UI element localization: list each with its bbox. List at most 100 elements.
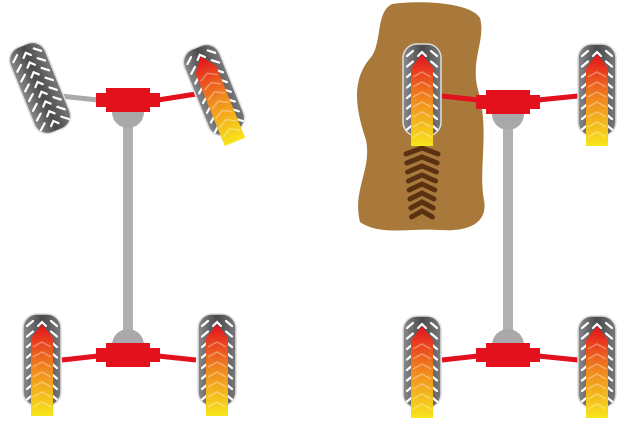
mud-track [403, 145, 441, 157]
diff-dome [492, 329, 524, 345]
differential [106, 343, 150, 367]
diff-flange-left [476, 95, 486, 109]
tread-mark [27, 86, 59, 103]
diff-flange-right [530, 95, 540, 109]
arrow-chevron [207, 401, 227, 408]
rear-right-wheel [577, 315, 617, 418]
power-arrow [586, 54, 608, 146]
tread-mark [16, 57, 47, 73]
power-arrow [31, 324, 53, 416]
diff-flange-right [150, 93, 160, 107]
differential [486, 90, 530, 114]
diff-dome [112, 329, 144, 345]
power-arrow [195, 56, 246, 147]
diff-dome [112, 112, 144, 128]
rear-left-wheel [402, 315, 442, 418]
arrow-chevron [211, 100, 229, 110]
arrow-chevron [32, 371, 52, 378]
arrow-chevron [218, 118, 237, 129]
driveshaft [503, 110, 513, 340]
arrow-chevron [207, 341, 227, 348]
arrow-chevron [412, 81, 432, 88]
front-right-axle [537, 93, 579, 103]
arrow-chevron [412, 343, 432, 350]
arrow-chevron [587, 91, 607, 98]
front-left-wheel [8, 41, 72, 135]
arrow-chevron [222, 128, 241, 138]
tread-mark [20, 66, 51, 83]
arrow-chevron [207, 391, 227, 398]
mud-track [407, 190, 437, 202]
diff-dome [492, 114, 524, 130]
tread-mark [31, 96, 62, 112]
mud-track [405, 163, 439, 175]
front-left-wheel-mud [402, 43, 442, 146]
arrow-chevron [587, 363, 607, 370]
arrow-chevron [32, 361, 52, 368]
diff-flange-left [96, 348, 106, 362]
arrow-chevron [587, 393, 607, 400]
power-arrow [206, 324, 228, 416]
driveshaft [123, 110, 133, 340]
tread-mark [580, 321, 614, 330]
arrow-chevron [587, 81, 607, 88]
tread-mark [35, 105, 66, 122]
arrow-chevron [207, 381, 227, 388]
arrow-chevron [412, 131, 432, 138]
mud-track [404, 154, 440, 166]
tread-mark [25, 319, 59, 328]
arrow-chevron [200, 72, 218, 82]
diff-flange-left [96, 93, 106, 107]
front-left-axle [441, 93, 479, 103]
arrow-chevron [203, 81, 222, 92]
rear-right-wheel [197, 313, 237, 416]
front-differential-left [96, 88, 160, 128]
arrow-chevron [587, 403, 607, 410]
arrow-chevron [32, 401, 52, 408]
arrow-chevron [32, 381, 52, 388]
arrow-chevron [587, 111, 607, 118]
arrow-chevron [207, 361, 227, 368]
mud-track [408, 199, 436, 211]
tread-mark [200, 319, 234, 328]
tread-mark [186, 49, 217, 66]
rear-right-axle [537, 353, 579, 363]
diff-flange-right [530, 348, 540, 362]
arrow-chevron [412, 353, 432, 360]
rear-left-axle [441, 353, 479, 363]
arrow-chevron [412, 383, 432, 390]
tread-mark [580, 49, 614, 58]
rear-differential-left [96, 329, 160, 367]
tread-mark [405, 49, 439, 58]
rear-differential-right [476, 329, 540, 367]
front-right-wheel [577, 43, 617, 146]
diff-flange-left [476, 348, 486, 362]
arrow-chevron [32, 341, 52, 348]
arrow-chevron [207, 91, 226, 101]
arrow-chevron [412, 101, 432, 108]
rear-left-axle [61, 353, 99, 363]
front-right-wheel [182, 43, 246, 147]
tread-mark [405, 321, 439, 330]
rear-left-wheel [22, 313, 62, 416]
tread-mark [12, 47, 43, 64]
arrow-chevron [587, 101, 607, 108]
arrow-chevron [412, 121, 432, 128]
tread-mark [39, 115, 70, 132]
arrow-chevron [412, 71, 432, 78]
mud-track [406, 181, 438, 193]
arrow-chevron [412, 373, 432, 380]
power-arrow [411, 326, 433, 418]
front-left-axle [59, 93, 99, 103]
arrow-chevron [587, 343, 607, 350]
arrow-chevron [207, 351, 227, 358]
diff-flange-right [150, 348, 160, 362]
arrow-chevron [412, 363, 432, 370]
differential [106, 88, 150, 112]
tire [8, 41, 72, 135]
rear-right-axle [157, 353, 197, 363]
tread-mark [24, 76, 55, 93]
arrow-chevron [587, 71, 607, 78]
